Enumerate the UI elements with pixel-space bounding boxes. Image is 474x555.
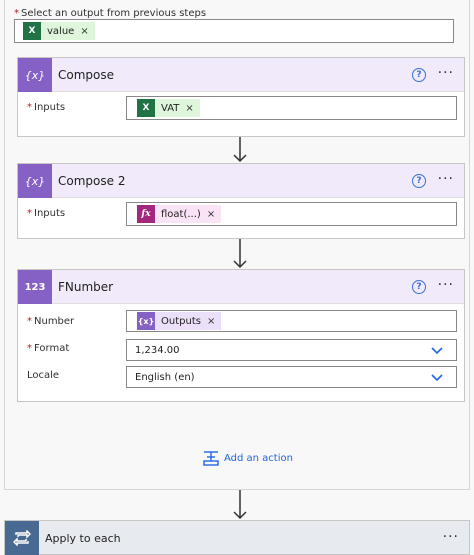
format-dropdown[interactable]: 1,234.00 — [126, 339, 457, 361]
compose-icon: {x} — [18, 164, 52, 198]
compose-title: Compose — [58, 68, 115, 82]
chevron-down-icon[interactable] — [430, 344, 444, 358]
more-options-icon[interactable]: ··· — [437, 171, 454, 187]
loop-icon — [5, 521, 39, 555]
add-action-icon — [203, 451, 219, 466]
compose-icon: {x} — [18, 58, 52, 92]
fnumber-card-header[interactable]: 123 FNumber ? ··· — [18, 270, 464, 304]
compose2-title: Compose 2 — [58, 174, 126, 188]
more-options-icon[interactable]: ··· — [437, 65, 454, 81]
format-value: 1,234.00 — [135, 345, 180, 356]
remove-token-icon[interactable]: × — [206, 208, 216, 220]
remove-token-icon[interactable]: × — [185, 102, 194, 114]
help-icon[interactable]: ? — [412, 174, 426, 188]
locale-value: English (en) — [135, 372, 195, 383]
compose-inputs-field[interactable]: X VAT × — [126, 96, 457, 120]
number-label: *Number — [27, 316, 75, 327]
fx-icon: fx — [137, 205, 155, 223]
float-token-label: float(...) — [161, 208, 201, 220]
float-expression-token[interactable]: fx float(...) × — [137, 205, 222, 223]
outputs-token-label: Outputs — [161, 315, 201, 327]
chevron-down-icon[interactable] — [430, 371, 444, 385]
excel-icon: X — [23, 22, 41, 40]
connector-arrow — [233, 490, 247, 520]
more-options-icon[interactable]: ··· — [442, 529, 459, 545]
fnumber-title: FNumber — [58, 280, 114, 294]
excel-icon: X — [137, 99, 155, 117]
locale-label: Locale — [27, 370, 60, 381]
outputs-token[interactable]: {x} Outputs × — [137, 312, 222, 330]
number-field[interactable]: {x} Outputs × — [126, 310, 457, 332]
value-token[interactable]: X value × — [23, 22, 95, 40]
number-icon: 123 — [18, 270, 52, 304]
add-action-label: Add an action — [224, 452, 293, 464]
help-icon[interactable]: ? — [412, 68, 426, 82]
compose2-card: {x} Compose 2 ? ··· *Inputs fx float(...… — [17, 163, 465, 239]
remove-token-icon[interactable]: × — [206, 315, 216, 327]
vat-token-label: VAT — [161, 102, 180, 114]
add-action-button[interactable]: Add an action — [203, 450, 293, 466]
compose-card-header[interactable]: {x} Compose ? ··· — [18, 58, 464, 92]
fnumber-card: 123 FNumber ? ··· *Number {x} Outputs × … — [17, 269, 465, 402]
more-options-icon[interactable]: ··· — [437, 277, 454, 293]
inputs-label: *Inputs — [27, 208, 66, 219]
connector-arrow — [233, 137, 247, 163]
output-selector-label: *Select an output from previous steps — [14, 8, 207, 19]
compose2-card-header[interactable]: {x} Compose 2 ? ··· — [18, 164, 464, 198]
apply-to-each-card[interactable]: Apply to each ··· — [4, 520, 470, 555]
output-selector-field[interactable]: X value × — [14, 19, 454, 43]
vat-token[interactable]: X VAT × — [137, 99, 200, 117]
inputs-label: *Inputs — [27, 102, 66, 113]
value-token-label: value — [47, 25, 75, 37]
help-icon[interactable]: ? — [412, 280, 426, 294]
compose-icon: {x} — [137, 312, 155, 330]
format-label: *Format — [27, 343, 70, 354]
compose2-inputs-field[interactable]: fx float(...) × — [126, 202, 457, 226]
compose-card: {x} Compose ? ··· *Inputs X VAT × — [17, 57, 465, 137]
remove-token-icon[interactable]: × — [80, 25, 89, 37]
locale-dropdown[interactable]: English (en) — [126, 366, 457, 388]
apply-to-each-title: Apply to each — [45, 532, 121, 545]
connector-arrow — [233, 239, 247, 269]
